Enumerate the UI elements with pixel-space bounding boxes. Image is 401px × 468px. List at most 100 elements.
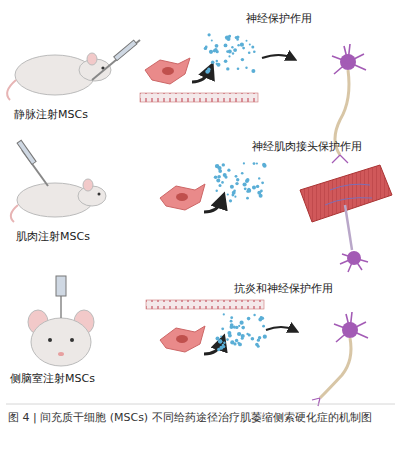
secretome-dot [214, 176, 218, 180]
secretome-dot [233, 48, 237, 52]
secretome-dot [217, 63, 221, 67]
secretome-dot [230, 320, 233, 323]
secretome-dot [209, 50, 213, 54]
text-label: 抗炎和神经保护作用 [234, 282, 333, 295]
secretome-dot [223, 342, 225, 344]
secretome-dot [227, 193, 229, 195]
secretome-dot [237, 332, 241, 336]
secretome-dot [246, 333, 248, 335]
secretome-dot [217, 348, 220, 351]
secretome-dot [228, 35, 231, 38]
secretome-dot [243, 162, 245, 164]
secretome-dot [253, 51, 256, 54]
secretome-dot [228, 55, 230, 57]
blood-vessel [140, 93, 258, 102]
secretome-dot [218, 339, 222, 343]
secretome-dot [246, 178, 250, 182]
secretome-dot [222, 344, 225, 347]
mouse-figure [11, 140, 106, 222]
secretome-dot [219, 184, 222, 187]
text-label: 肌肉注射MSCs [16, 230, 90, 243]
secretome-dot [253, 314, 255, 316]
secretome-dot [232, 52, 234, 54]
secretome-dot [241, 326, 245, 330]
secretome-dot [242, 47, 245, 50]
secretome-dot [251, 69, 255, 73]
secretome-dot [237, 68, 240, 71]
secretome-dot [223, 313, 225, 315]
secretome-dot [241, 334, 245, 338]
text-label: 静脉注射MSCs [14, 108, 88, 121]
secretome-dot [227, 331, 231, 335]
secretome-dot [238, 325, 240, 327]
secretome-dot [240, 321, 244, 325]
caption-rule [6, 404, 395, 405]
secretome-dot [216, 178, 220, 182]
secretome-dot [226, 67, 229, 70]
secretome-dot [228, 35, 231, 38]
msc-cell [145, 58, 190, 84]
secretome-dot [263, 335, 267, 339]
secretome-dot [233, 342, 236, 345]
secretome-dot [217, 175, 221, 179]
secretome-dot [249, 44, 251, 46]
secretome-dot [260, 190, 263, 193]
secretome-dot [230, 316, 233, 319]
secretome-dot [230, 185, 234, 189]
text-label: 侧脑室注射MSCs [10, 372, 95, 385]
secretome-dot [216, 190, 218, 192]
secretome-dot [237, 342, 240, 345]
secretome-dot [253, 162, 256, 165]
secretome-dot [208, 33, 211, 36]
secretome-dot [235, 339, 238, 342]
secretome-dot [224, 59, 228, 63]
secretome-dot [226, 338, 229, 341]
secretome-dot [221, 327, 224, 330]
secretome-dot [220, 335, 222, 337]
secretome-dot [248, 52, 251, 55]
secretome-dot [240, 43, 244, 47]
neuron [312, 312, 368, 406]
secretome-dot [227, 169, 230, 172]
secretome-dot [217, 166, 221, 170]
secretome-dot [259, 194, 263, 198]
secretome-dot [226, 50, 229, 53]
secretome-dot [216, 60, 218, 62]
text-label: 神经保护作用 [246, 12, 312, 25]
secretome-dot [235, 182, 238, 185]
secretome-dot [247, 317, 251, 321]
secretome-dot [247, 189, 251, 193]
blood-barrier [146, 300, 264, 309]
secretome-dot [236, 178, 239, 181]
secretome-dot [251, 337, 255, 341]
secretome-dot [261, 181, 264, 184]
secretome-dot [241, 172, 244, 175]
rat-figure [7, 40, 140, 100]
secretome-dot [222, 163, 225, 166]
secretome-dot [247, 188, 250, 191]
secretome-dot [234, 196, 236, 198]
secretome-dot [257, 339, 260, 342]
secretome-dot [241, 58, 244, 61]
secretome-dot [243, 182, 247, 186]
secretome-dot [261, 317, 264, 320]
secretome-dot [211, 61, 215, 65]
secretome-dot [215, 44, 219, 48]
secretome-dot [224, 44, 228, 48]
secretome-dot [204, 47, 207, 50]
secretome-dot [231, 46, 233, 48]
secretome-dot [218, 340, 222, 344]
figure-caption: 图 4 | 间充质干细胞 (MSCs) 不同给药途径治疗肌萎缩侧索硬化症的机制图 [8, 410, 393, 426]
secretome-dot [221, 181, 224, 184]
secretome-dot [263, 164, 267, 168]
secretome-dot [246, 40, 248, 42]
secretome-dot [235, 175, 238, 178]
text-label: 神经肌肉接头保护作用 [252, 140, 362, 153]
secretome-dot [256, 162, 258, 164]
secretome-dot [262, 163, 266, 167]
secretome-dot [244, 187, 247, 190]
secretome-dot [262, 325, 265, 328]
mouse-front [28, 276, 94, 366]
secretome-dot [252, 186, 254, 188]
secretome-dot [224, 176, 227, 179]
